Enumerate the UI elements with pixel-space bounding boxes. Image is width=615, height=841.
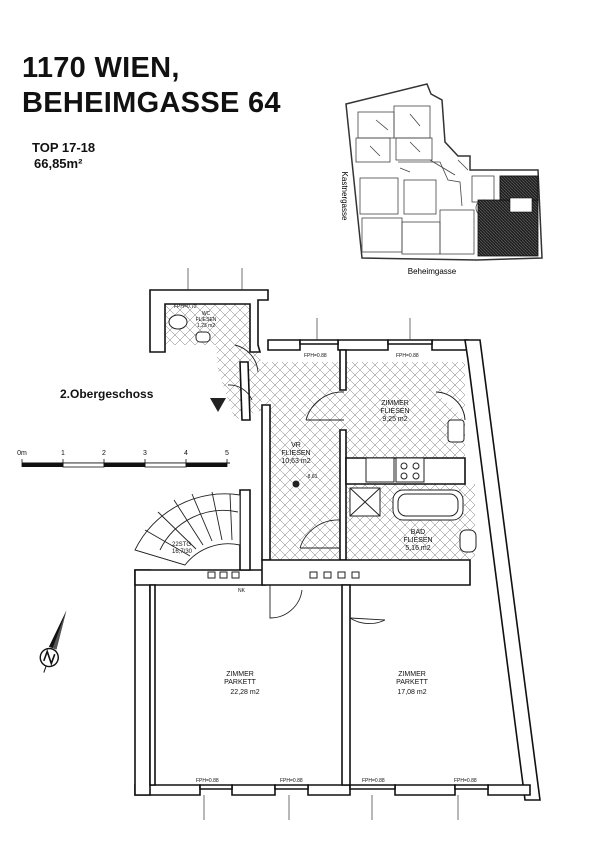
room-2-name: VR <box>291 442 301 449</box>
fph-bottom-2: FPH=0.88 <box>280 778 303 784</box>
markers <box>210 398 300 488</box>
scale-tick-3: 3 <box>143 450 147 457</box>
fph-bottom-4: FPH=0.88 <box>454 778 477 784</box>
room-6-name: WC <box>202 311 211 317</box>
room-1-name: ZIMMER <box>381 400 409 407</box>
nk-mark: NK <box>238 588 246 594</box>
fph-bottom-3: FPH=0.88 <box>362 778 385 784</box>
scale-segment <box>144 462 187 468</box>
unit-info: TOP 17-18 66,85m² <box>32 140 95 172</box>
room-2-area: 10,63 m2 <box>281 458 310 465</box>
fixtures <box>168 314 477 579</box>
floor-label: 2.Obergeschoss <box>60 387 154 401</box>
scale-tick-4: 4 <box>184 450 188 457</box>
fph-top-2: FPH=0.88 <box>396 353 419 359</box>
room-3-finish: FLIESEN <box>403 537 432 544</box>
room-5-area: 17,08 m2 <box>397 689 426 696</box>
walls <box>134 289 541 801</box>
scale-tick-0: 0m <box>17 450 27 457</box>
address-line-1: 1170 WIEN, <box>22 52 180 84</box>
north-arrow-icon <box>39 610 67 673</box>
scale-bar: 0m 1 2 3 4 5 <box>17 450 230 468</box>
room-1-area: 9,25 m2 <box>382 416 407 423</box>
scale-tick-1: 1 <box>61 450 65 457</box>
fph-top-1: FPH=0.88 <box>304 353 327 359</box>
unit-number: TOP 17-18 <box>32 140 96 155</box>
street-label-bottom: Beheimgasse <box>408 267 457 276</box>
unit-area: 66,85m² <box>34 156 83 171</box>
scale-segment <box>22 463 63 467</box>
room-1-finish: FLIESEN <box>380 408 409 415</box>
scale-tick-5: 5 <box>225 450 229 457</box>
scale-segment <box>186 463 227 467</box>
address-line-2: BEHEIMGASSE 64 <box>22 87 281 119</box>
room-3-name: BAD <box>411 529 425 536</box>
stair-rise: 16,7/30 <box>172 549 193 555</box>
room-6-finish: FLIESEN <box>196 317 217 323</box>
room-labels: ZIMMER FLIESEN 9,25 m2 VR FLIESEN 10,63 … <box>196 311 433 696</box>
spiral-stair: 22STG 16,7/30 <box>134 491 241 566</box>
site-plan: Kastnergasse Beheimgasse <box>340 83 543 276</box>
room-4-name: ZIMMER <box>226 671 254 678</box>
fph-wc: FPH=0.72 <box>174 304 197 310</box>
stair-steps: 22STG <box>172 542 191 548</box>
scale-segment <box>62 462 105 468</box>
room-6-area: 1,23 m2 <box>197 323 215 329</box>
scale-segment <box>104 463 145 467</box>
room-4-finish: PARKETT <box>224 679 256 686</box>
room-3-area: 5,16 m2 <box>405 545 430 552</box>
level-mark: -8.61 <box>306 474 318 480</box>
dimension-ticks <box>187 268 459 820</box>
room-5-finish: PARKETT <box>396 679 428 686</box>
scale-tick-2: 2 <box>102 450 106 457</box>
room-5-name: ZIMMER <box>398 671 426 678</box>
fph-bottom-1: FPH=0.88 <box>196 778 219 784</box>
room-2-finish: FLIESEN <box>281 450 310 457</box>
room-4-area: 22,28 m2 <box>230 689 259 696</box>
annotations: -8.61 NK FPH=0.72 FPH=0.88 FPH=0.88 FPH=… <box>174 304 477 784</box>
street-label-left: Kastnergasse <box>340 172 349 221</box>
doors <box>227 344 386 624</box>
